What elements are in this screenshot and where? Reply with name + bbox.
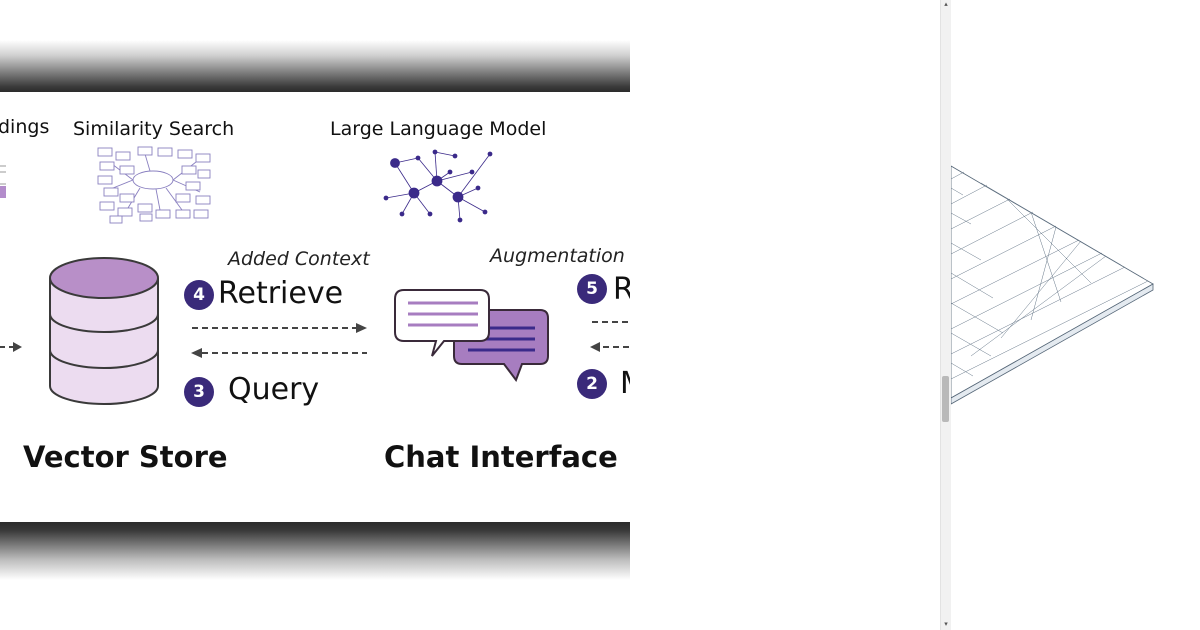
retrieve-arrow: [192, 323, 367, 333]
right-panel: [951, 0, 1200, 630]
step-badge-2: 2: [577, 369, 607, 399]
query-label: Query: [228, 372, 320, 407]
top-shadow: [0, 40, 630, 92]
vertical-scrollbar[interactable]: ▴ ▾: [940, 0, 951, 630]
arrow-right-icon: [0, 342, 22, 352]
llm-label: Large Language Model: [330, 118, 547, 140]
network-graph-icon: [383, 149, 493, 223]
vector-store-heading: Vector Store: [23, 440, 228, 474]
chat-bubbles-icon: [394, 289, 549, 383]
scrollbar-thumb[interactable]: [942, 376, 949, 422]
bottom-shadow: [0, 522, 630, 580]
chat-interface-heading: Chat Interface: [384, 440, 618, 474]
rag-diagram-slide: dings Similarity Search Large Language M…: [0, 92, 630, 522]
grid-plane-icon: [951, 165, 1154, 405]
arrow-left-icon: [590, 342, 630, 352]
augmentation-label: Augmentation: [490, 245, 625, 267]
added-context-label: Added Context: [228, 248, 370, 270]
query-arrow: [191, 348, 367, 358]
step-badge-3: 3: [184, 377, 214, 407]
mind-map-icon: [97, 146, 211, 224]
retrieve-label: Retrieve: [218, 276, 344, 311]
scroll-up-arrow-icon[interactable]: ▴: [944, 1, 948, 8]
embeddings-icon: [0, 165, 6, 198]
step-2-label-partial: M: [620, 366, 630, 401]
step-badge-4: 4: [184, 280, 214, 310]
scroll-down-arrow-icon[interactable]: ▾: [944, 621, 948, 628]
similarity-search-label: Similarity Search: [73, 118, 235, 140]
embeddings-label: dings: [0, 116, 50, 138]
image-viewer: dings Similarity Search Large Language M…: [0, 40, 630, 580]
step-5-label-partial: R: [613, 272, 630, 307]
database-icon: [49, 257, 159, 405]
diagram-artwork: [0, 146, 630, 405]
step-badge-5: 5: [577, 274, 607, 304]
